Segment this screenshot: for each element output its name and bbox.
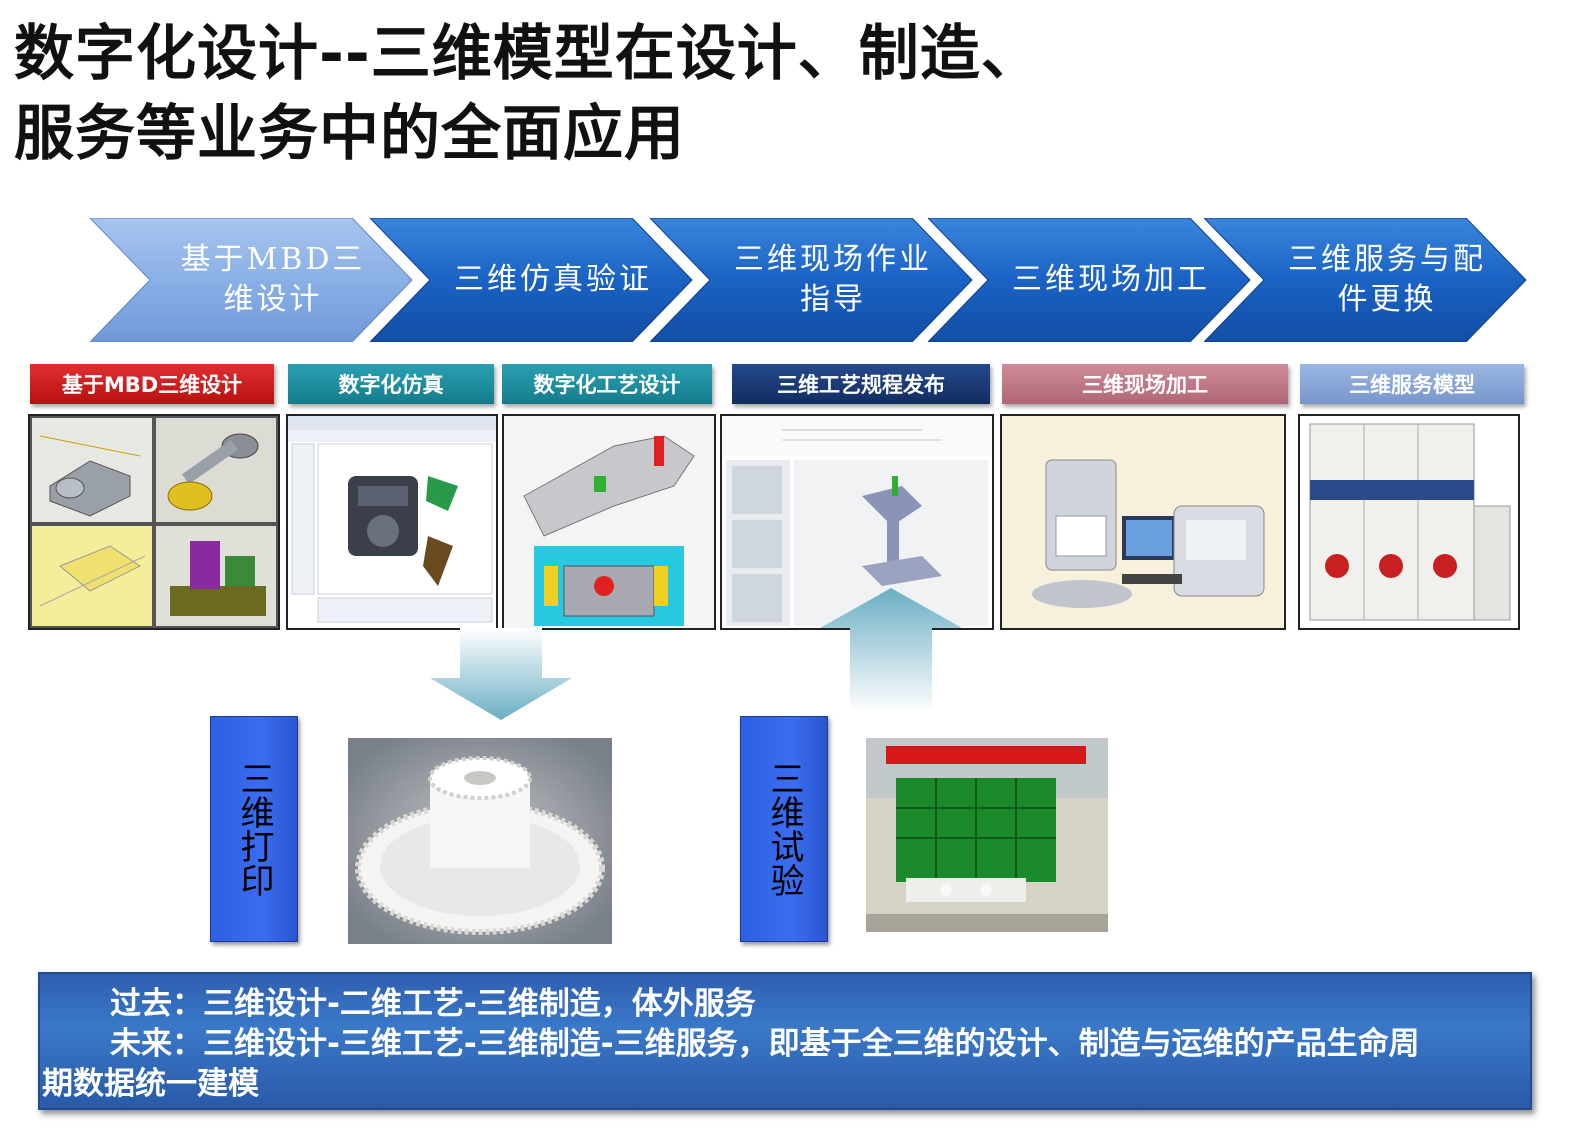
summary-panel: 过去：三维设计-二维工艺-三维制造，体外服务 未来：三维设计-三维工艺-三维制造… [38,972,1532,1110]
down-arrow [430,628,572,720]
chevron-shape [650,218,973,342]
section-header-process-release: 三维工艺规程发布 [732,364,990,404]
title-line-1: 数字化设计--三维模型在设计、制造、 [14,19,1042,89]
process-step-label: 三维现场加工 [1012,262,1210,297]
process-step-simulation: 三维仿真验证 [370,218,700,342]
simulation-screenshot [286,414,498,630]
process-step-label: 基于MBD三维设计 [180,242,366,317]
label-3d-printing: 三维打印 [210,716,298,942]
mbd-model-collage [32,418,276,626]
test-rig-scene [866,738,1108,932]
process-step-label: 三维服务与配件更换 [1288,242,1486,317]
section-header-service-model: 三维服务模型 [1300,364,1524,404]
mbd-design-images [28,414,280,630]
section-header-process-design: 数字化工艺设计 [502,364,712,404]
up-arrow [820,588,962,712]
title-line-2: 服务等业务中的全面应用 [14,99,685,169]
process-step-service: 三维服务与配件更换 [1204,218,1534,342]
service-model-image [1298,414,1520,630]
process-release-screenshot [720,414,994,630]
fixture-model [523,435,695,626]
chevron-shape [928,218,1251,342]
gear-photo [348,738,612,944]
process-step-onsite-machining: 三维现场加工 [928,218,1258,342]
process-document-view [722,416,992,626]
section-header-simulation: 数字化仿真 [288,364,494,404]
page-title: 数字化设计--三维模型在设计、制造、 服务等业务中的全面应用 [14,14,1042,174]
switchgear-cabinet [1309,423,1511,621]
machining-equipment [1002,416,1284,628]
chevron-shape [1204,218,1527,342]
section-header-onsite-machining: 三维现场加工 [1002,364,1288,404]
test-site-photo [866,738,1108,932]
printed-gear [348,738,612,944]
process-design-image [502,414,716,630]
chevron-shape [90,218,413,342]
engine-simulation-view [288,416,496,623]
chevron-shape [370,218,693,342]
label-3d-testing: 三维试验 [740,716,828,942]
process-step-label: 三维仿真验证 [454,262,652,297]
onsite-machining-image [1000,414,1286,630]
summary-future: 未来：三维设计-三维工艺-三维制造-三维服务，即基于全三维的设计、制造与运维的产… [110,1026,1420,1062]
summary-past: 过去：三维设计-二维工艺-三维制造，体外服务 [110,986,756,1022]
section-header-mbd: 基于MBD三维设计 [30,364,274,404]
process-step-label: 三维现场作业指导 [734,242,932,317]
summary-future-continued: 期数据统一建模 [42,1066,259,1102]
process-step-mbd-design: 基于MBD三维设计 [90,218,420,342]
process-step-work-guide: 三维现场作业指导 [650,218,980,342]
